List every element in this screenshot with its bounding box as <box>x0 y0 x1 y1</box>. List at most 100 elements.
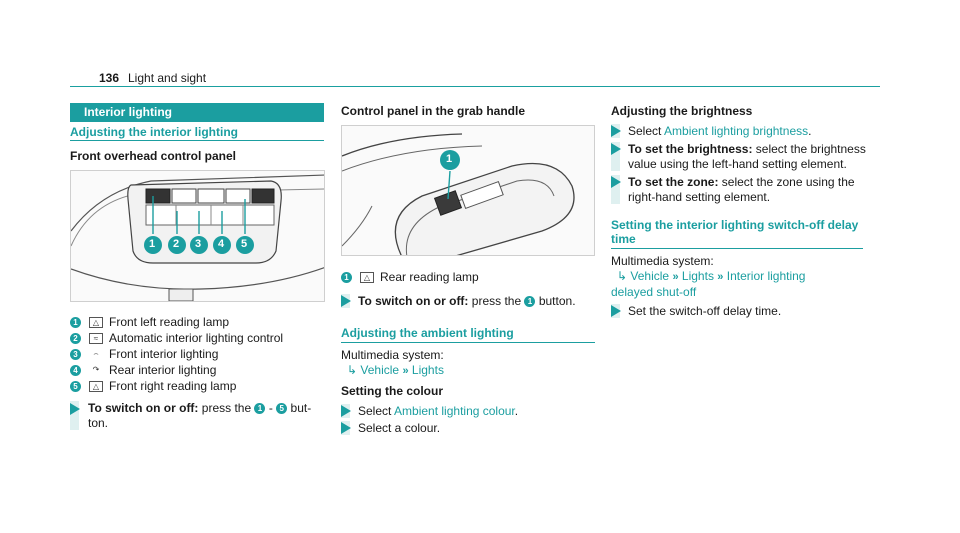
ambient-lighting-colour-link[interactable]: Ambient lighting colour <box>394 404 515 418</box>
subheading-ambient: Adjusting the ambient lighting <box>341 326 514 340</box>
step-text-2: right-hand setting element. <box>628 190 771 204</box>
item-text: Front interior lighting <box>109 347 219 361</box>
section-bar: Interior lighting <box>70 103 324 122</box>
step-num-1: 1 <box>524 296 536 308</box>
step-set-brightness: To set the brightness: select the bright… <box>628 142 878 172</box>
step-select-brightness: Select Ambient lighting brightness. <box>628 124 811 139</box>
item-number: 1 <box>70 317 81 329</box>
step-arrow-bg <box>611 175 620 204</box>
step-text-post: . <box>808 124 812 138</box>
menu-path: ↳ Vehicle » Lights <box>347 363 444 379</box>
step-text: select the brightness <box>755 142 866 156</box>
step-bold: To switch on or off: <box>88 401 199 415</box>
menu-entry-arrow-icon: ↳ <box>617 269 628 283</box>
chevron-right-icon: » <box>672 271 679 283</box>
item-text: Rear reading lamp <box>380 270 479 284</box>
subheading-colour: Setting the colour <box>341 384 443 398</box>
step-switch-on-off-rear: To switch on or off: press the 1 button. <box>358 294 576 309</box>
chevron-right-icon: » <box>717 271 724 283</box>
step-text: press the <box>471 294 522 308</box>
reading-lamp-icon: △ <box>89 381 103 393</box>
menu-path: ↳ Vehicle » Lights » Interior lighting <box>617 269 805 285</box>
chevron-right-icon: » <box>402 365 409 377</box>
subheading-rule <box>611 248 863 249</box>
step-text: Select <box>628 124 662 138</box>
step-bold: To switch on or off: <box>358 294 469 308</box>
header-section-title: Light and sight <box>128 71 207 85</box>
step-arrow-icon <box>70 403 80 415</box>
step-bold: To set the zone: <box>628 175 719 189</box>
heading-line-1: Setting the interior lighting switch-off… <box>611 218 859 232</box>
item-number: 2 <box>70 333 81 345</box>
grab-handle-drawing <box>342 133 575 255</box>
menu-path-vehicle[interactable]: Vehicle <box>630 269 670 283</box>
menu-path-interior-lighting[interactable]: Interior lighting <box>726 269 806 283</box>
item-number: 1 <box>341 272 352 284</box>
list-item: 1 △ Rear reading lamp <box>341 270 479 285</box>
step-text: Select <box>358 404 392 418</box>
step-arrow-icon <box>611 176 621 188</box>
step-text-post: . <box>514 404 519 418</box>
menu-path-vehicle[interactable]: Vehicle <box>360 363 400 377</box>
step-arrow-icon <box>611 143 621 155</box>
figure-callout-1: 1 <box>446 153 453 165</box>
item-number: 4 <box>70 365 81 377</box>
front-control-panel-figure: 1 2 3 4 5 <box>70 170 325 302</box>
reading-lamp-icon: △ <box>89 317 103 329</box>
multimedia-label: Multimedia system: <box>341 348 444 362</box>
multimedia-label: Multimedia system: <box>611 254 714 268</box>
rear-interior-light-icon: ↷ <box>92 365 100 375</box>
list-item: 2 ≈ Automatic interior lighting control <box>70 331 283 346</box>
panel-heading-grab-handle: Control panel in the grab handle <box>341 104 526 118</box>
step-arrow-bg <box>70 401 79 430</box>
step-arrow-bg <box>611 142 620 171</box>
step-select-colour: Select Ambient lighting colour. <box>358 404 518 419</box>
figure-callout-1: 1 <box>149 238 156 250</box>
figure-callout-4: 4 <box>218 238 225 250</box>
step-text-post: but- <box>290 401 312 415</box>
item-text: Rear interior lighting <box>109 363 217 377</box>
item-number: 3 <box>70 349 81 361</box>
heading-line-2: time <box>611 232 636 246</box>
subheading-rule <box>70 140 324 141</box>
step-num-1: 1 <box>254 403 266 415</box>
reading-lamp-icon: △ <box>360 272 374 284</box>
step-bold: To set the brightness: <box>628 142 753 156</box>
subheading-rule <box>341 342 595 343</box>
figure-callout-3: 3 <box>195 238 202 250</box>
step-arrow-icon <box>341 422 351 434</box>
item-number: 5 <box>70 381 81 393</box>
subheading-brightness: Adjusting the brightness <box>611 104 753 118</box>
front-control-panel-drawing <box>71 174 324 301</box>
list-item: 4 ↷ Rear interior lighting <box>70 363 216 378</box>
subheading-adjust-interior: Adjusting the interior lighting <box>70 125 238 139</box>
figure-callout-5: 5 <box>241 238 248 250</box>
ambient-lighting-brightness-link[interactable]: Ambient lighting brightness <box>664 124 809 138</box>
header-rule <box>70 86 880 87</box>
auto-lighting-icon: ≈ <box>89 333 103 345</box>
step-num-5: 5 <box>276 403 288 415</box>
subheading-switch-off-delay: Setting the interior lighting switch-off… <box>611 218 871 246</box>
step-text: press the <box>201 401 252 415</box>
step-text-post2: ton. <box>88 416 109 430</box>
menu-path-delayed-shut-off[interactable]: delayed shut-off <box>611 285 697 299</box>
figure-callout-2: 2 <box>173 238 180 250</box>
step-text: select the zone using the <box>721 175 855 189</box>
list-item: 5 △ Front right reading lamp <box>70 379 236 394</box>
step-arrow-icon <box>611 125 621 137</box>
item-text: Front right reading lamp <box>109 379 237 393</box>
menu-path-lights[interactable]: Lights <box>681 269 714 283</box>
menu-path-lights[interactable]: Lights <box>411 363 444 377</box>
step-set-delay: Set the switch-off delay time. <box>628 304 782 318</box>
step-set-zone: To set the zone: select the zone using t… <box>628 175 878 205</box>
step-arrow-icon <box>341 405 351 417</box>
item-text: Automatic interior lighting control <box>109 331 284 345</box>
step-switch-on-off: To switch on or off: press the 1 - 5 but… <box>88 401 324 431</box>
step-dash: - <box>268 401 273 415</box>
step-arrow-icon <box>341 295 351 307</box>
list-item: 1 △ Front left reading lamp <box>70 315 229 330</box>
step-select-a-colour: Select a colour. <box>358 421 441 435</box>
item-text: Front left reading lamp <box>109 315 230 329</box>
front-interior-light-icon: ⌢ <box>93 349 99 359</box>
menu-entry-arrow-icon: ↳ <box>347 363 358 377</box>
